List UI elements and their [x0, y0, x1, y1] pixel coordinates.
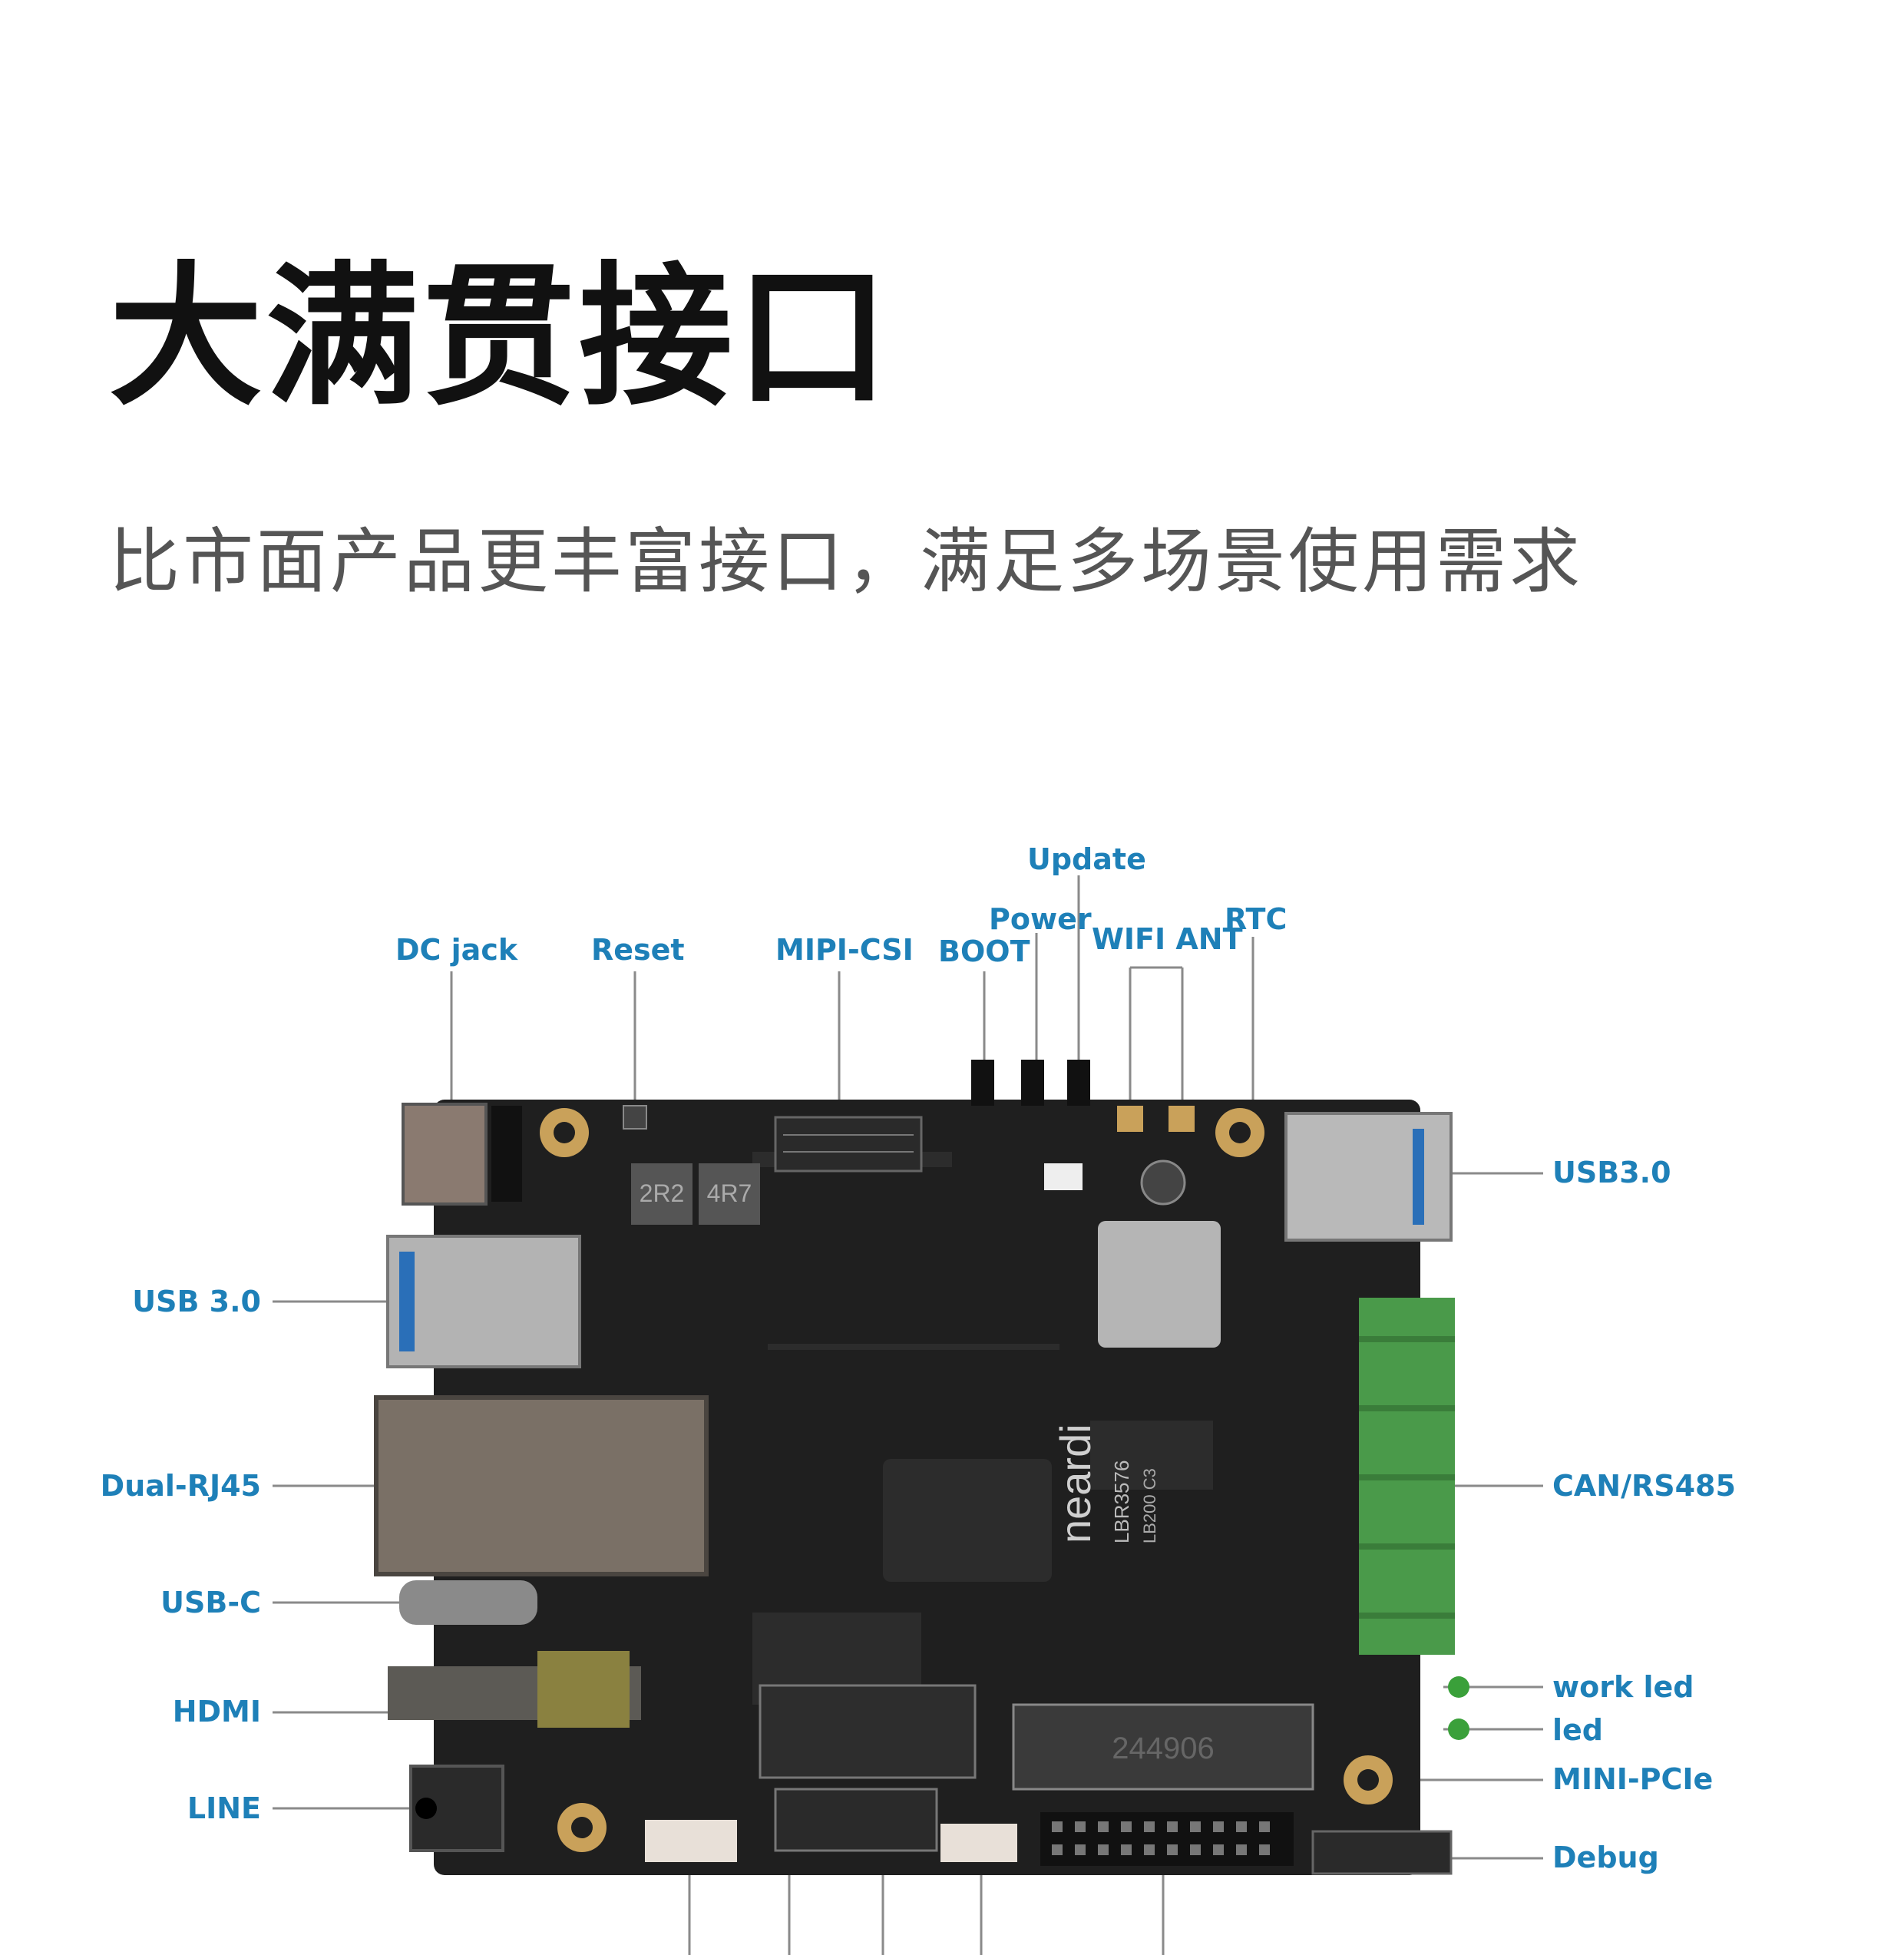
fan-connector	[645, 1820, 737, 1862]
usb30-port-right	[1284, 1112, 1453, 1242]
label-usb30-right: USB3.0	[1552, 1156, 1671, 1189]
top-buttons	[971, 1060, 1090, 1106]
label-can-rs485: CAN/RS485	[1552, 1469, 1736, 1503]
mini-pcie-code: 244906	[1112, 1732, 1214, 1765]
dc-jack	[402, 1103, 488, 1206]
label-led: led	[1552, 1713, 1603, 1747]
rtc-connector	[1044, 1163, 1083, 1190]
board-model-sub: LB200 C3	[1140, 1468, 1159, 1543]
wifi-module	[1098, 1221, 1221, 1348]
label-usb30-left: USB 3.0	[132, 1285, 261, 1318]
inductor-4r7-label: 4R7	[707, 1179, 752, 1207]
inductor-2r2	[631, 1163, 693, 1225]
label-work-led: work led	[1552, 1670, 1694, 1704]
label-line: LINE	[187, 1791, 261, 1825]
mini-pcie-slot	[1012, 1703, 1314, 1791]
debug-connector	[1311, 1830, 1453, 1875]
label-mipi-csi: MIPI-CSI	[775, 933, 914, 967]
reset-button	[623, 1105, 647, 1130]
label-boot: BOOT	[938, 934, 1030, 968]
label-hdmi: HDMI	[172, 1695, 261, 1728]
led	[1448, 1718, 1469, 1740]
mipi-csi-connector	[774, 1116, 923, 1173]
label-dc-jack: DC jack	[395, 933, 518, 967]
label-update: Update	[1027, 842, 1146, 876]
page-subtitle: 比市面产品更丰富接口，满足多场景使用需求	[109, 521, 1584, 603]
label-wifi-ant: WIFI ANT	[1092, 922, 1243, 956]
inductor-2r2-label: 2R2	[640, 1179, 685, 1207]
m2-slot	[759, 1684, 977, 1779]
inductor-4r7	[699, 1163, 760, 1225]
label-debug: Debug	[1552, 1841, 1659, 1874]
board-model: LBR3576	[1110, 1460, 1133, 1543]
dual-rj45-port	[374, 1395, 709, 1576]
bottom-fpc-connector	[774, 1788, 938, 1852]
usb30-port-left	[386, 1235, 581, 1368]
small-connector	[940, 1824, 1017, 1862]
gpio-header	[1040, 1812, 1294, 1866]
label-mini-pcie: MINI-PCIe	[1552, 1762, 1714, 1796]
usb-c-port	[399, 1580, 537, 1625]
page-title: 大满贯接口	[109, 248, 893, 427]
label-reset: Reset	[591, 933, 685, 967]
board-brand: neardi	[1051, 1424, 1099, 1543]
label-usb-c: USB-C	[160, 1586, 261, 1619]
label-dual-rj45: Dual-RJ45	[100, 1469, 261, 1503]
label-rtc: RTC	[1225, 902, 1288, 936]
work-led	[1448, 1676, 1469, 1698]
label-power: Power	[989, 902, 1092, 936]
